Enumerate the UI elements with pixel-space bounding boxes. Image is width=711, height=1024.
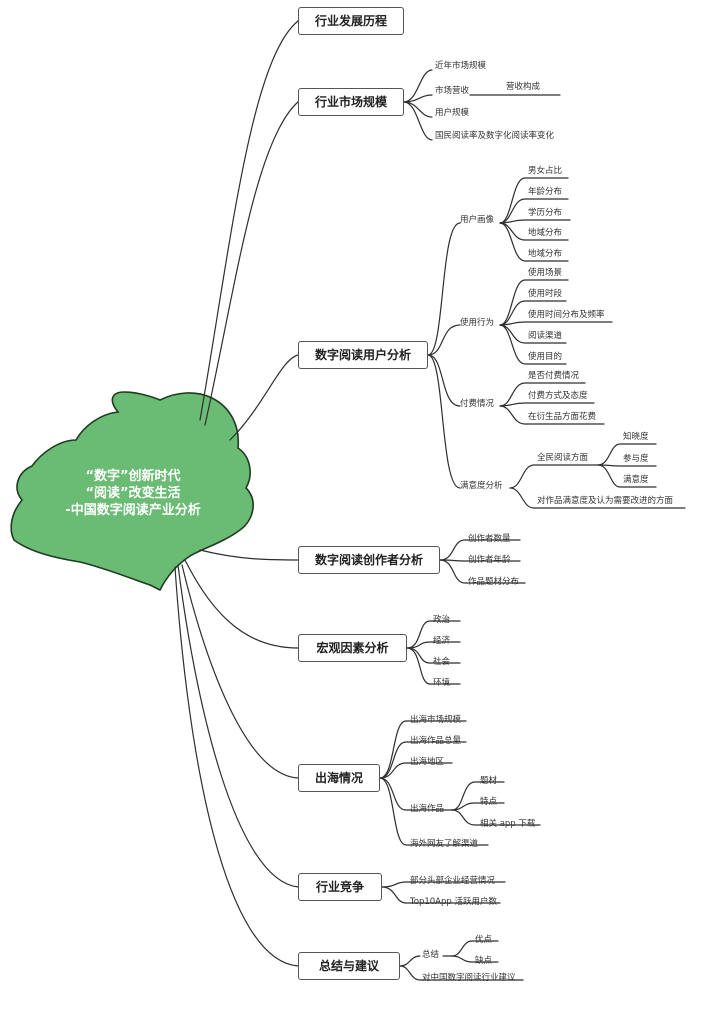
ginkgo-leaf-shape xyxy=(10,391,254,592)
node-portrait-region-2: 地域分布 xyxy=(528,249,563,259)
node-user-portrait: 用户画像 xyxy=(460,215,495,225)
node-creator-genre: 作品题材分布 xyxy=(468,577,520,587)
node-summary-cons: 缺点 xyxy=(475,956,493,966)
branch-industry-history: 行业发展历程 xyxy=(298,7,404,35)
node-market-users: 用户规模 xyxy=(435,108,470,118)
node-revenue-composition: 营收构成 xyxy=(506,82,541,92)
node-summary-advice: 对中国数字阅读行业建议 xyxy=(422,973,516,983)
node-portrait-age: 年龄分布 xyxy=(528,187,563,197)
node-national-participation: 参与度 xyxy=(623,454,649,464)
node-summary-pros: 优点 xyxy=(475,935,493,945)
node-macro-environment: 环境 xyxy=(433,678,451,688)
node-payment-derivatives: 在衍生品方面花费 xyxy=(528,412,597,422)
node-macro-political: 政治 xyxy=(433,615,451,625)
node-user-satisfaction: 满意度分析 xyxy=(460,481,503,491)
branch-competition: 行业竞争 xyxy=(298,873,382,901)
node-payment-method: 付费方式及态度 xyxy=(528,391,588,401)
node-overseas-market: 出海市场规模 xyxy=(410,715,462,725)
title-line-1: “数字”创新时代 xyxy=(85,469,181,484)
node-overseas-works: 出海作品 xyxy=(410,804,445,814)
node-portrait-education: 学历分布 xyxy=(528,208,563,218)
node-satisfaction-works: 对作品满意度及认为需要改进的方面 xyxy=(537,496,674,506)
node-works-app-downloads: 相关 app 下载 xyxy=(480,819,536,829)
branch-user-analysis: 数字阅读用户分析 xyxy=(298,341,428,369)
node-macro-social: 社会 xyxy=(433,657,451,667)
node-user-behavior: 使用行为 xyxy=(460,318,495,328)
node-works-genre: 题材 xyxy=(480,776,498,786)
branch-summary: 总结与建议 xyxy=(298,952,400,980)
node-macro-economic: 经济 xyxy=(433,636,451,646)
branch-macro-analysis: 宏观因素分析 xyxy=(298,634,407,662)
node-competition-top10: Top10App 活跃用户数 xyxy=(410,897,497,907)
node-market-recent: 近年市场规模 xyxy=(435,61,487,71)
node-national-satisfaction: 满意度 xyxy=(623,475,649,485)
node-creator-count: 创作者数量 xyxy=(468,534,511,544)
node-behavior-purpose: 使用目的 xyxy=(528,352,563,362)
node-behavior-period: 使用时段 xyxy=(528,289,563,299)
branch-market-size: 行业市场规模 xyxy=(298,88,404,116)
node-national-awareness: 知晓度 xyxy=(623,432,649,442)
node-behavior-frequency: 使用时间分布及频率 xyxy=(528,310,605,320)
node-user-payment: 付费情况 xyxy=(460,399,495,409)
node-overseas-total: 出海作品总量 xyxy=(410,736,462,746)
node-portrait-region: 地域分布 xyxy=(528,228,563,238)
node-behavior-channel: 阅读渠道 xyxy=(528,331,563,341)
node-works-features: 特点 xyxy=(480,797,498,807)
node-creator-age: 创作者年龄 xyxy=(468,555,511,565)
node-payment-whether: 是否付费情况 xyxy=(528,371,580,381)
branch-overseas: 出海情况 xyxy=(298,764,380,792)
node-competition-leaders: 部分头部企业经营情况 xyxy=(410,876,496,886)
node-portrait-gender: 男女占比 xyxy=(528,166,563,176)
node-market-reading-rate: 国民阅读率及数字化阅读率变化 xyxy=(435,131,555,141)
node-summary-conclusion: 总结 xyxy=(422,950,440,960)
branch-creator-analysis: 数字阅读创作者分析 xyxy=(298,546,440,574)
mindmap-title: “数字”创新时代 “阅读”改变生活 -中国数字阅读产业分析 xyxy=(28,468,238,519)
title-line-3: -中国数字阅读产业分析 xyxy=(65,503,201,518)
node-satisfaction-national: 全民阅读方面 xyxy=(537,453,589,463)
node-overseas-channel: 海外网友了解渠道 xyxy=(410,839,479,849)
node-market-revenue: 市场营收 xyxy=(435,86,470,96)
title-line-2: “阅读”改变生活 xyxy=(85,486,181,501)
node-behavior-scene: 使用场景 xyxy=(528,268,563,278)
node-overseas-region: 出海地区 xyxy=(410,757,445,767)
